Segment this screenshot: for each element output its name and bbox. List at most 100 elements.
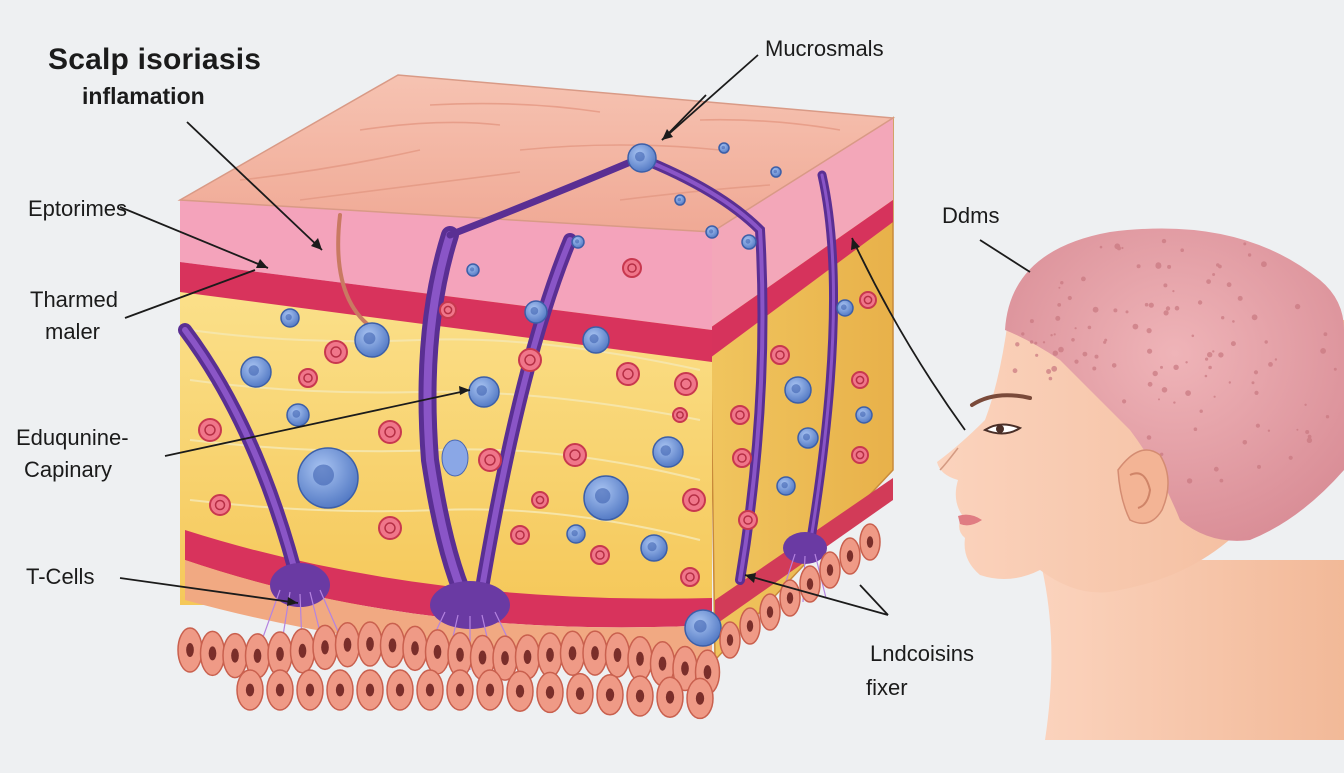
scalp-texture-dot — [1122, 399, 1127, 404]
scalp-texture-dot — [1046, 369, 1052, 374]
scalp-texture-dot — [1051, 365, 1058, 372]
scalp-texture-dot — [1172, 290, 1175, 293]
scalp-texture-dot — [1306, 437, 1313, 443]
scalp-texture-dot — [1057, 303, 1062, 307]
scalp-texture-dot — [1029, 340, 1034, 344]
red-cells — [198, 258, 877, 587]
scalp-texture-dot — [1158, 398, 1160, 401]
scalp-texture-dot — [1015, 342, 1020, 347]
scalp-texture-dot — [1253, 370, 1259, 375]
basal-cell-nucleus — [343, 637, 352, 652]
scalp-texture-dot — [1042, 341, 1046, 344]
scalp-texture-dot — [1325, 415, 1330, 419]
red-cell-ring — [855, 375, 865, 385]
blue-cell-nucleus — [781, 481, 788, 489]
blue-cells — [240, 142, 873, 647]
red-cell — [738, 510, 758, 530]
basal-cell-nucleus — [591, 646, 599, 661]
red-cell — [859, 291, 877, 309]
scalp-texture-dot — [1117, 246, 1121, 251]
scalp-texture-dot — [1053, 333, 1056, 336]
basal-cell-nucleus — [766, 606, 774, 618]
scalp-texture-dot — [1146, 435, 1152, 440]
label-capinary: Capinary — [24, 457, 113, 482]
scalp-texture-dot — [1264, 340, 1268, 344]
basal-cell-nucleus — [456, 647, 464, 662]
scalp-texture-dot — [1193, 427, 1198, 432]
blue-cell-nucleus — [292, 410, 301, 418]
basal-cell-nucleus — [276, 647, 284, 662]
blue-cell-nucleus — [530, 307, 539, 315]
scalp-texture-dot — [1207, 352, 1213, 358]
red-cell — [378, 516, 402, 540]
scalp-texture-dot — [1212, 273, 1216, 276]
blue-cell-nucleus — [285, 313, 292, 321]
scalp-texture-dot — [1147, 381, 1153, 387]
scalp-texture-dot — [1219, 478, 1224, 483]
basal-cell-nucleus — [605, 688, 615, 702]
blue-cell-nucleus — [470, 267, 475, 272]
vessel-cluster — [441, 439, 469, 477]
blue-cell-nucleus — [635, 151, 645, 162]
scalp-texture-dot — [1092, 306, 1099, 313]
scalp-texture-dot — [1247, 253, 1252, 257]
red-cell — [510, 525, 530, 545]
scalp-texture-dot — [1232, 320, 1235, 323]
scalp-texture-dot — [1148, 302, 1154, 308]
basal-cell-nucleus — [746, 620, 754, 632]
red-cell — [378, 420, 402, 444]
red-cell-ring — [535, 495, 545, 505]
red-cell-ring — [384, 426, 396, 438]
basal-cell-nucleus — [275, 683, 285, 697]
red-cell — [198, 418, 222, 442]
scalp-texture-dot — [1261, 261, 1267, 268]
scalp-texture-dot — [1144, 302, 1149, 307]
scalp-texture-dot — [1021, 332, 1025, 336]
label-lndcoisins: Lndcoisins — [870, 641, 974, 666]
blue-cell-nucleus — [841, 304, 847, 311]
basal-cell-nucleus — [806, 578, 814, 590]
basal-cell-nucleus — [321, 640, 329, 655]
scalp-texture-dot — [1307, 434, 1312, 439]
scalp-texture-dot — [1125, 310, 1129, 314]
scalp-texture-dot — [1058, 286, 1061, 289]
label-maler: maler — [45, 319, 101, 344]
red-cell-ring — [775, 350, 785, 360]
scalp-texture-dot — [1218, 352, 1224, 358]
basal-cell-nucleus — [366, 636, 374, 652]
basal-cell-nucleus — [411, 641, 419, 656]
scalp-texture-dot — [1029, 319, 1034, 324]
red-cell — [563, 443, 587, 467]
red-cell — [531, 491, 549, 509]
basal-cells — [177, 523, 881, 720]
scalp-texture-dot — [1191, 334, 1195, 338]
scalp-texture-dot — [1163, 283, 1168, 288]
scalp-texture-dot — [1267, 429, 1271, 432]
basal-cell-nucleus — [395, 683, 405, 697]
basal-cell-nucleus — [695, 692, 705, 705]
red-cell-ring — [384, 522, 396, 534]
scalp-texture-dot — [1213, 395, 1216, 398]
label-mucrosmals: Mucrosmals — [765, 36, 884, 61]
blue-cell-nucleus — [803, 433, 810, 441]
basal-cell-nucleus — [455, 683, 465, 697]
red-cell — [851, 371, 869, 389]
scalp-texture-dot — [1173, 364, 1179, 370]
blue-cell-nucleus — [595, 488, 611, 504]
label-eptorimes: Eptorimes — [28, 196, 128, 221]
scalp-texture-dot — [1274, 358, 1278, 361]
red-cell — [590, 545, 610, 565]
scalp-texture-dot — [1035, 353, 1039, 357]
scalp-texture-dot — [1082, 351, 1088, 357]
basal-cell-nucleus — [545, 686, 555, 699]
red-cell-ring — [735, 410, 745, 420]
lower-red-band — [185, 530, 712, 628]
scalp-texture-dot — [1081, 276, 1086, 282]
scalp-texture-dot — [1288, 455, 1293, 460]
blue-cell-nucleus — [773, 169, 777, 174]
scalp-texture-dot — [1304, 403, 1307, 406]
red-cell-ring — [855, 450, 865, 460]
red-cell-ring — [680, 378, 692, 390]
scalp-texture-dot — [1230, 341, 1236, 347]
